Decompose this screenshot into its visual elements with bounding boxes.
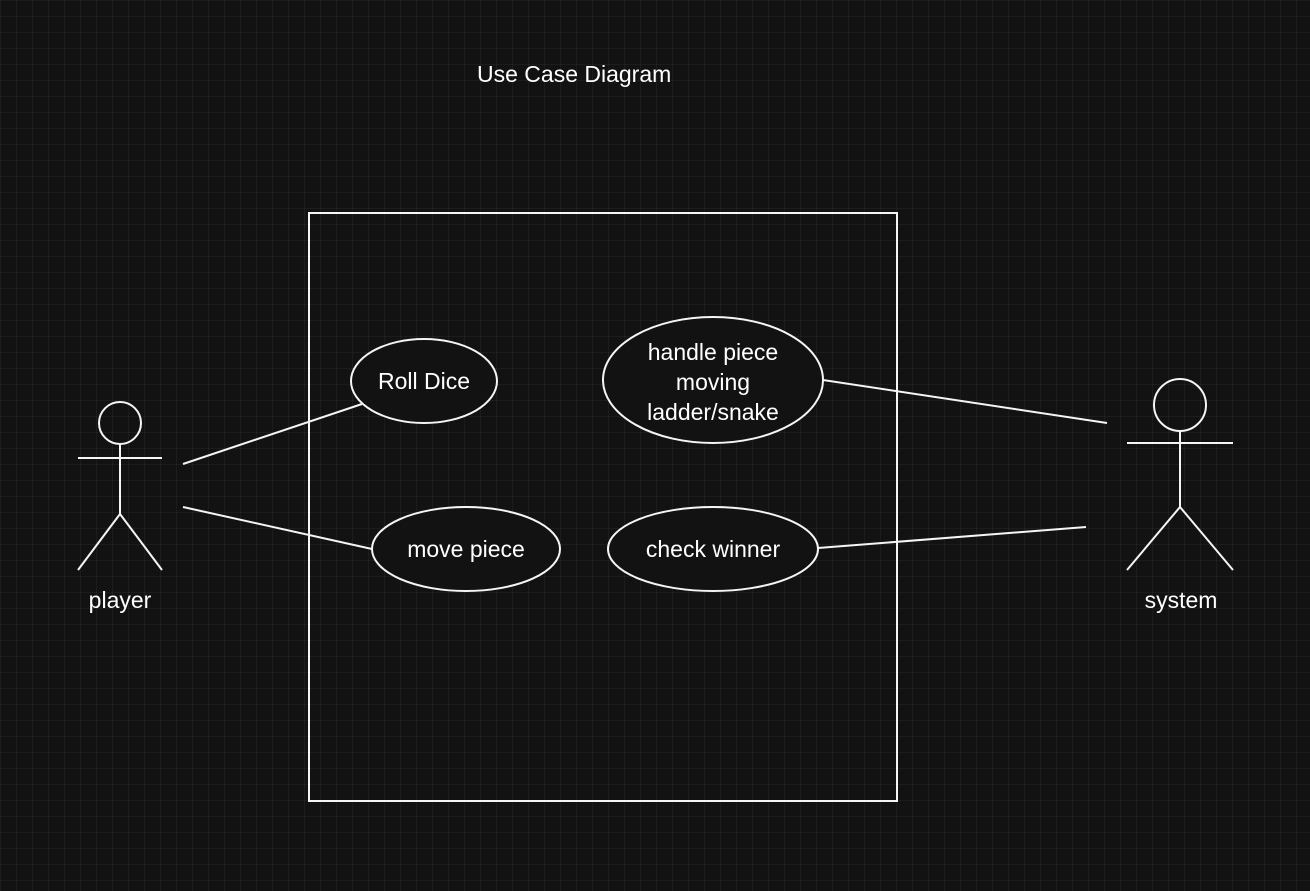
use-case-roll-dice-label: Roll Dice <box>378 368 470 394</box>
stick-figure-icon <box>1126 378 1234 571</box>
use-case-check-winner-ellipse[interactable] <box>607 506 819 592</box>
association-player-move-piece[interactable] <box>182 506 373 550</box>
stick-figure-icon <box>77 401 163 571</box>
use-case-roll-dice-ellipse[interactable] <box>350 338 498 424</box>
diagram-title: Use Case Diagram <box>477 61 672 87</box>
use-case-handle-piece-label-line-1: handle piece <box>648 339 778 365</box>
association-system-handle-piece[interactable] <box>822 379 1108 424</box>
actor-system[interactable]: system <box>1126 378 1234 613</box>
use-case-check-winner[interactable]: check winner <box>607 506 819 592</box>
association-system-check-winner[interactable] <box>817 526 1087 549</box>
use-case-move-piece-ellipse[interactable] <box>371 506 561 592</box>
use-case-move-piece[interactable]: move piece <box>371 506 561 592</box>
use-case-move-piece-label: move piece <box>407 536 525 562</box>
use-case-handle-piece-label-line-2: moving <box>676 369 750 395</box>
use-case-handle-piece-label-line-3: ladder/snake <box>647 399 779 425</box>
use-case-handle-piece[interactable]: handle piece moving ladder/snake <box>602 316 824 444</box>
actor-player-label: player <box>89 587 152 613</box>
actor-player[interactable]: player <box>77 401 163 613</box>
association-player-roll-dice[interactable] <box>182 403 363 465</box>
use-case-roll-dice[interactable]: Roll Dice <box>350 338 498 424</box>
actor-system-label: system <box>1145 587 1218 613</box>
use-case-check-winner-label: check winner <box>646 536 781 562</box>
system-boundary[interactable] <box>308 212 898 802</box>
use-case-handle-piece-ellipse[interactable] <box>602 316 824 444</box>
